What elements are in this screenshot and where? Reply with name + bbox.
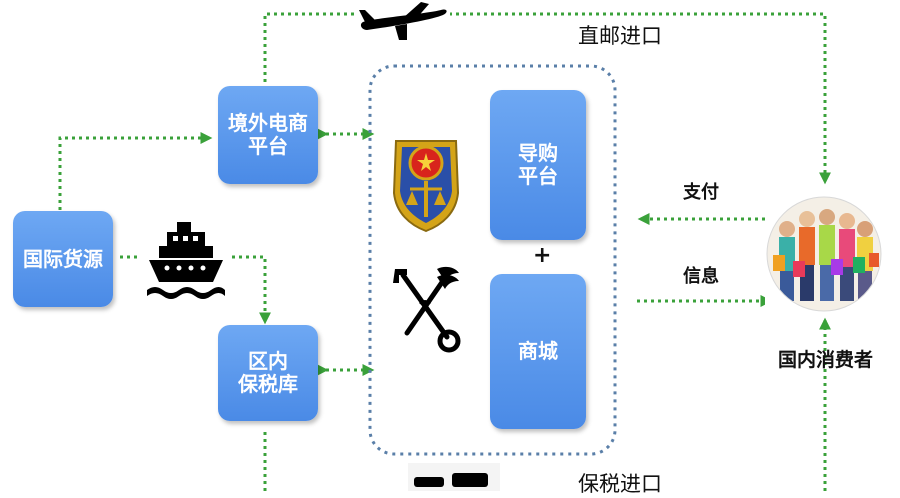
label-payment: 支付	[683, 182, 719, 203]
national-emblem-icon	[386, 133, 466, 235]
node-label: 导购	[518, 141, 558, 165]
node-label: 境外电商	[228, 111, 308, 135]
platform-group-border	[368, 64, 617, 456]
node-label: 平台	[248, 134, 288, 158]
node-label: 商城	[518, 339, 558, 363]
label-info: 信息	[683, 266, 719, 287]
airplane-icon	[355, 0, 450, 42]
truck-icon	[408, 463, 500, 491]
node-international-source: 国际货源	[13, 211, 113, 307]
node-bonded-warehouse: 区内 保税库	[218, 325, 318, 421]
label-direct-mail: 直邮进口	[578, 24, 662, 48]
customs-emblem-icon	[385, 263, 465, 353]
node-label: 国际货源	[23, 246, 103, 271]
node-mall: 商城	[490, 274, 586, 429]
edge-source-to-platform	[58, 132, 213, 210]
node-label: 保税库	[238, 372, 298, 396]
ship-icon	[145, 220, 227, 302]
shoppers-photo	[765, 195, 883, 313]
plus-sign: +	[533, 243, 552, 268]
node-shopping-guide: 导购 平台	[490, 90, 586, 240]
node-label: 区内	[248, 349, 288, 373]
node-overseas-platform: 境外电商 平台	[218, 86, 318, 184]
node-label: 平台	[518, 164, 558, 188]
label-domestic-consumer: 国内消费者	[778, 349, 874, 371]
label-bonded-import: 保税进口	[578, 472, 662, 496]
edge-ship-to-warehouse	[232, 255, 271, 325]
